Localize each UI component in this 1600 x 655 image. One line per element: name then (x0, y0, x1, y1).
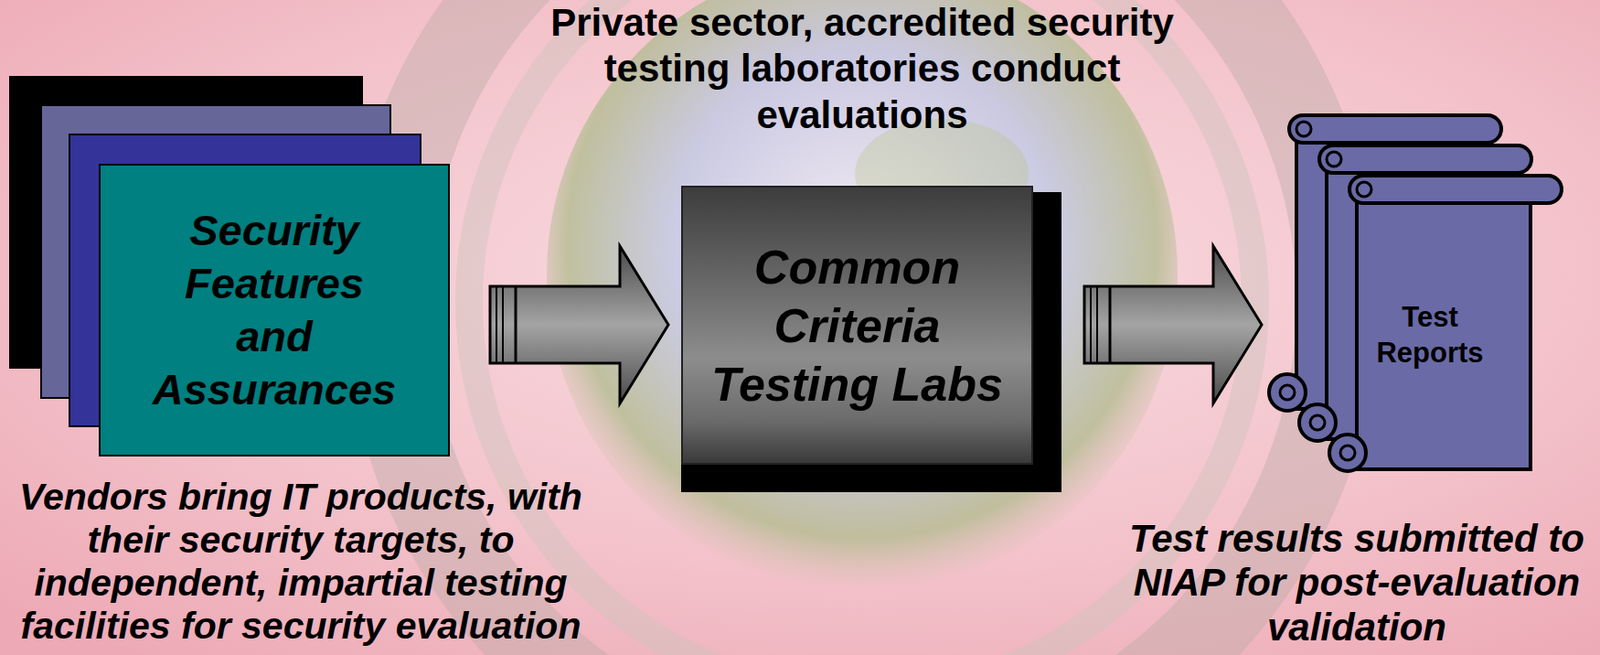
annotation-text: Private sector, accredited security test… (533, 0, 1192, 139)
block-arrow (1084, 245, 1262, 404)
feature-box: Security Features and Assurances (98, 163, 450, 457)
scroll-curl (1280, 384, 1295, 400)
scroll-body (1356, 199, 1531, 470)
arrow-tail-stripe (1109, 286, 1112, 363)
scroll-curl (1329, 434, 1366, 471)
scroll-curl (1326, 151, 1342, 167)
scroll-curl (1340, 445, 1355, 460)
scroll-curl (1299, 404, 1336, 441)
arrow-tail-stripe (1096, 286, 1099, 363)
arrow-tail-stripe (495, 286, 498, 363)
scroll-curl (1356, 181, 1372, 197)
lab-box: Common Criteria Testing Labs (681, 185, 1034, 465)
node-text: Test Reports (1373, 299, 1488, 372)
scroll-curl (1310, 415, 1325, 430)
scroll-top-roll (1319, 145, 1532, 173)
node-text: Security Features and Assurances (146, 203, 403, 416)
arrow-tail-stripe (1089, 286, 1092, 363)
block-arrow-group (1084, 245, 1262, 404)
scroll-curl (1269, 373, 1306, 411)
arrow-tail-stripe (514, 286, 518, 363)
report-scroll: Test Reports (1356, 201, 1531, 470)
block-arrow-group (490, 245, 669, 404)
scroll-outline (1356, 201, 1531, 470)
block-arrow (490, 245, 669, 404)
scroll-top-roll (1349, 175, 1562, 203)
scroll-curl (1296, 121, 1312, 137)
node-text: Common Criteria Testing Labs (702, 237, 1014, 414)
annotation-text: Test results submitted to NIAP for post-… (1114, 516, 1600, 650)
scroll-top-roll (1289, 115, 1502, 143)
annotation-text: Vendors bring IT products, with their se… (3, 475, 598, 649)
arrow-tail-stripe (501, 286, 504, 363)
